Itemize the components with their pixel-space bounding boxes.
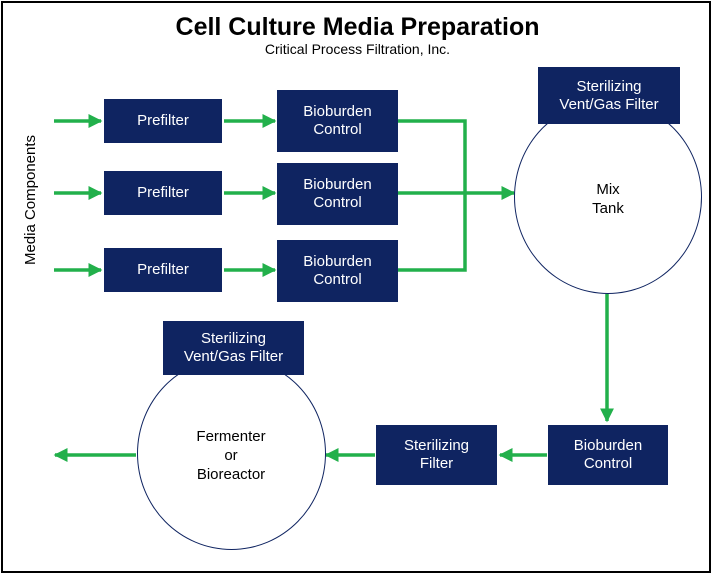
mix-tank-circle <box>514 100 702 294</box>
diagram-subtitle: Critical Process Filtration, Inc. <box>264 41 451 57</box>
sterilizing-filter: Sterilizing Filter <box>376 425 497 485</box>
fermenter-circle <box>137 357 326 550</box>
mix-tank-vent-filter: Sterilizing Vent/Gas Filter <box>538 67 680 124</box>
bioburden-control-1: Bioburden Control <box>277 90 398 152</box>
manifold-bottom <box>398 193 467 272</box>
diagram-title: Cell Culture Media Preparation <box>175 13 540 41</box>
prefilter-2: Prefilter <box>104 171 222 215</box>
bioburden-control-3: Bioburden Control <box>277 240 398 302</box>
bioburden-control-bottom: Bioburden Control <box>548 425 668 485</box>
fermenter-vent-filter: Sterilizing Vent/Gas Filter <box>163 321 304 375</box>
manifold-top <box>398 119 467 193</box>
mix-tank-label: Mix Tank <box>592 181 624 217</box>
fermenter-label: Fermenter or Bioreactor <box>196 428 266 483</box>
prefilter-1: Prefilter <box>104 99 222 143</box>
prefilter-3: Prefilter <box>104 248 222 292</box>
bioburden-control-2: Bioburden Control <box>277 163 398 225</box>
